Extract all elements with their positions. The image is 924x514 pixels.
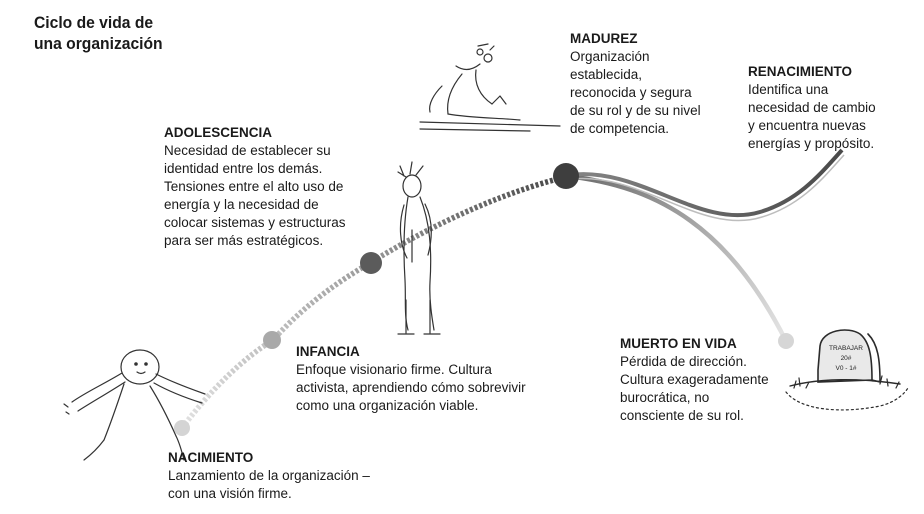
stage-adolescencia: ADOLESCENCIA Necesidad de establecer su …	[164, 124, 346, 250]
stage-infancia: INFANCIA Enfoque visionario firme. Cultu…	[296, 343, 526, 415]
stage-text-line: y encuentra nuevas	[748, 118, 866, 133]
node-infancia	[263, 331, 281, 349]
stage-text-line: activista, aprendiendo cómo sobrevivir	[296, 380, 526, 395]
tombstone-text-3: V0 - 1#	[836, 365, 857, 372]
stage-text-line: Cultura exageradamente	[620, 372, 769, 387]
stage-text-line: colocar sistemas y estructuras	[164, 215, 346, 230]
tombstone-sketch: TRABAJAR 20# V0 - 1#	[785, 329, 909, 411]
stage-text-line: con una visión firme.	[168, 486, 292, 501]
node-muerto	[778, 333, 794, 349]
stage-text-line: identidad entre los demás.	[164, 161, 323, 176]
stage-text-line: de competencia.	[570, 121, 670, 136]
stage-muerto-en-vida: MUERTO EN VIDA Pérdida de dirección. Cul…	[620, 335, 769, 425]
tombstone-text-2: 20#	[841, 355, 852, 362]
stage-text-line: para ser más estratégicos.	[164, 233, 324, 248]
rebirth-wave	[569, 148, 844, 218]
node-nacimiento	[174, 420, 190, 436]
title-line-2: una organización	[34, 34, 163, 53]
stage-heading: NACIMIENTO	[168, 450, 254, 465]
title-line-1: Ciclo de vida de	[34, 13, 154, 32]
node-adolescencia	[360, 252, 382, 274]
node-madurez	[553, 163, 579, 189]
stage-text-line: Pérdida de dirección.	[620, 354, 747, 369]
baby-sketch	[63, 349, 206, 461]
stage-text-line: burocrática, no	[620, 390, 710, 405]
stage-text-line: Necesidad de establecer su	[164, 143, 331, 158]
stage-text-line: energía y la necesidad de	[164, 197, 319, 212]
stage-heading: RENACIMIENTO	[748, 64, 853, 79]
stage-text-line: Tensiones entre el alto uso de	[164, 179, 344, 194]
stage-text-line: energías y propósito.	[748, 136, 875, 151]
stage-heading: MADUREZ	[570, 31, 638, 46]
stage-text-line: Enfoque visionario firme. Cultura	[296, 362, 492, 377]
rebirth-wave-shadow	[571, 154, 845, 222]
stage-renacimiento: RENACIMIENTO Identifica una necesidad de…	[748, 63, 876, 153]
stage-heading: INFANCIA	[296, 344, 360, 359]
stage-heading: ADOLESCENCIA	[164, 125, 273, 140]
elder-sketch	[419, 43, 561, 132]
stage-text-line: establecida,	[570, 67, 643, 82]
stage-nacimiento: NACIMIENTO Lanzamiento de la organizació…	[168, 449, 370, 503]
decline-curve	[565, 173, 789, 343]
diagram-title: Ciclo de vida de una organización	[34, 12, 163, 54]
stage-text-line: Identifica una	[748, 82, 829, 97]
teen-sketch	[397, 161, 441, 335]
stage-text-line: de su rol y de su nivel	[570, 103, 701, 118]
stage-text-line: reconocida y segura	[570, 85, 692, 100]
stage-text-line: como una organización viable.	[296, 398, 479, 413]
rise-curve	[179, 174, 566, 430]
stage-text-line: consciente de su rol.	[620, 408, 744, 423]
stage-text-line: necesidad de cambio	[748, 100, 876, 115]
stage-text-line: Lanzamiento de la organización –	[168, 468, 370, 483]
stage-madurez: MADUREZ Organización establecida, recono…	[570, 30, 701, 138]
stage-heading: MUERTO EN VIDA	[620, 336, 737, 351]
stage-text-line: Organización	[570, 49, 650, 64]
tombstone-text-1: TRABAJAR	[829, 345, 863, 352]
